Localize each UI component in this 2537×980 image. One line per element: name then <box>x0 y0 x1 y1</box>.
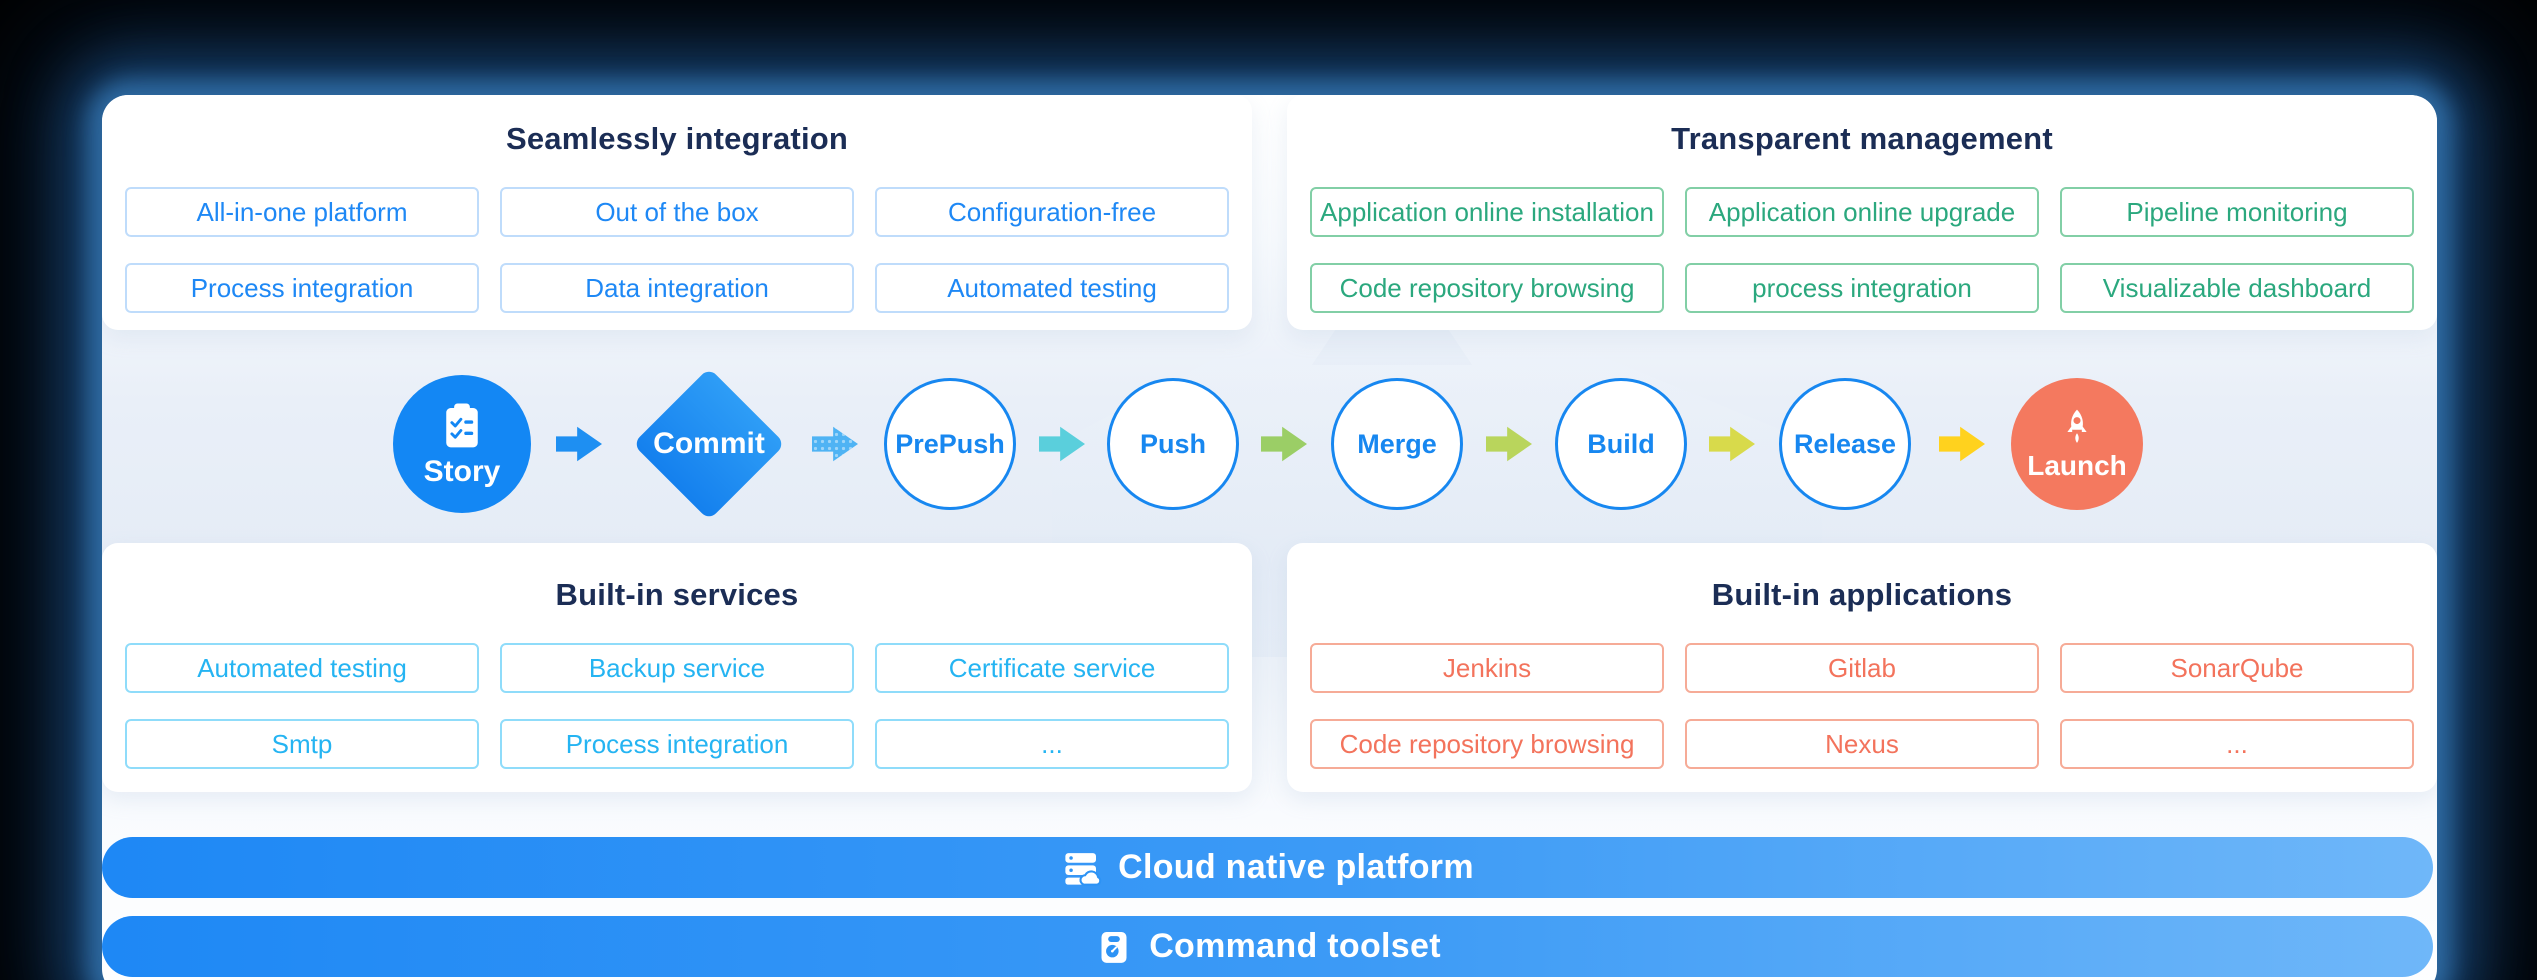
feature-grid: Jenkins Gitlab SonarQube Code repository… <box>1310 643 2414 769</box>
panel-built-in-services: Built-in services Automated testing Back… <box>102 543 1252 792</box>
feature-box: Code repository browsing <box>1310 263 1664 313</box>
rocket-icon <box>2056 406 2098 450</box>
feature-box: Process integration <box>500 719 854 769</box>
feature-box: All-in-one platform <box>125 187 479 237</box>
flow-arrow-icon <box>1709 426 1755 462</box>
feature-box: Application online upgrade <box>1685 187 2039 237</box>
command-toolbox-icon <box>1094 927 1134 967</box>
panel-built-in-applications: Built-in applications Jenkins Gitlab Son… <box>1287 543 2437 792</box>
feature-box: Jenkins <box>1310 643 1664 693</box>
feature-box: Application online installation <box>1310 187 1664 237</box>
stage-label: Build <box>1587 428 1655 459</box>
feature-box: Visualizable dashboard <box>2060 263 2414 313</box>
pipeline-stage-merge: Merge <box>1331 378 1463 510</box>
panel-title: Built-in services <box>555 577 799 612</box>
feature-box: Automated testing <box>875 263 1229 313</box>
feature-box: process integration <box>1685 263 2039 313</box>
flow-arrow-icon <box>1939 426 1985 462</box>
cloud-server-icon <box>1061 847 1103 889</box>
flow-arrow-icon <box>1261 426 1307 462</box>
bar-command-toolset: Command toolset <box>102 916 2433 977</box>
feature-box: Backup service <box>500 643 854 693</box>
feature-box: Out of the box <box>500 187 854 237</box>
feature-box: Gitlab <box>1685 643 2039 693</box>
pipeline-stage-build: Build <box>1555 378 1687 510</box>
panel-title: Transparent management <box>1671 121 2053 156</box>
bar-cloud-native-platform: Cloud native platform <box>102 837 2433 898</box>
stage-label: PrePush <box>895 428 1005 459</box>
pipeline-stage-push: Push <box>1107 378 1239 510</box>
stage-label: Commit <box>653 427 765 460</box>
feature-box: Smtp <box>125 719 479 769</box>
pipeline-stage-release: Release <box>1779 378 1911 510</box>
pipeline-stage-commit: Commit <box>632 367 786 521</box>
stage-label: Push <box>1139 428 1206 459</box>
feature-grid: Application online installation Applicat… <box>1310 187 2414 313</box>
bar-label: Cloud native platform <box>1118 848 1474 886</box>
stage-label: Release <box>1793 428 1897 459</box>
feature-box: Configuration-free <box>875 187 1229 237</box>
clipboard-checklist-icon <box>435 399 489 453</box>
feature-box: ... <box>875 719 1229 769</box>
flow-arrow-icon <box>1039 426 1085 462</box>
feature-box: Automated testing <box>125 643 479 693</box>
stage-label: Merge <box>1357 428 1437 459</box>
feature-grid: Automated testing Backup service Certifi… <box>125 643 1229 769</box>
feature-box: Certificate service <box>875 643 1229 693</box>
pipeline-stage-launch: Launch <box>2011 378 2143 510</box>
feature-box: Pipeline monitoring <box>2060 187 2414 237</box>
feature-box: Nexus <box>1685 719 2039 769</box>
flow-arrow-icon <box>812 426 858 462</box>
panel-seamlessly-integration: Seamlessly integration All-in-one platfo… <box>102 95 1252 330</box>
feature-grid: All-in-one platform Out of the box Confi… <box>125 187 1229 313</box>
feature-box: Data integration <box>500 263 854 313</box>
feature-box: Code repository browsing <box>1310 719 1664 769</box>
pipeline-stage-story: Story <box>393 375 531 513</box>
pipeline-flow: Story Commit PrePush Push Merge Buil <box>102 95 2437 980</box>
feature-box: Process integration <box>125 263 479 313</box>
bar-label: Command toolset <box>1149 927 1441 965</box>
feature-box: ... <box>2060 719 2414 769</box>
feature-box: SonarQube <box>2060 643 2414 693</box>
panel-title: Built-in applications <box>1711 577 2013 612</box>
pipeline-stage-prepush: PrePush <box>884 378 1016 510</box>
panel-transparent-management: Transparent management Application onlin… <box>1287 95 2437 330</box>
flow-arrow-icon <box>556 426 602 462</box>
stage-label: Story <box>423 455 501 488</box>
panel-title: Seamlessly integration <box>505 121 849 156</box>
diagram-card: Seamlessly integration All-in-one platfo… <box>102 95 2437 980</box>
stage-label: Launch <box>2027 450 2127 481</box>
flow-arrow-icon <box>1486 426 1532 462</box>
